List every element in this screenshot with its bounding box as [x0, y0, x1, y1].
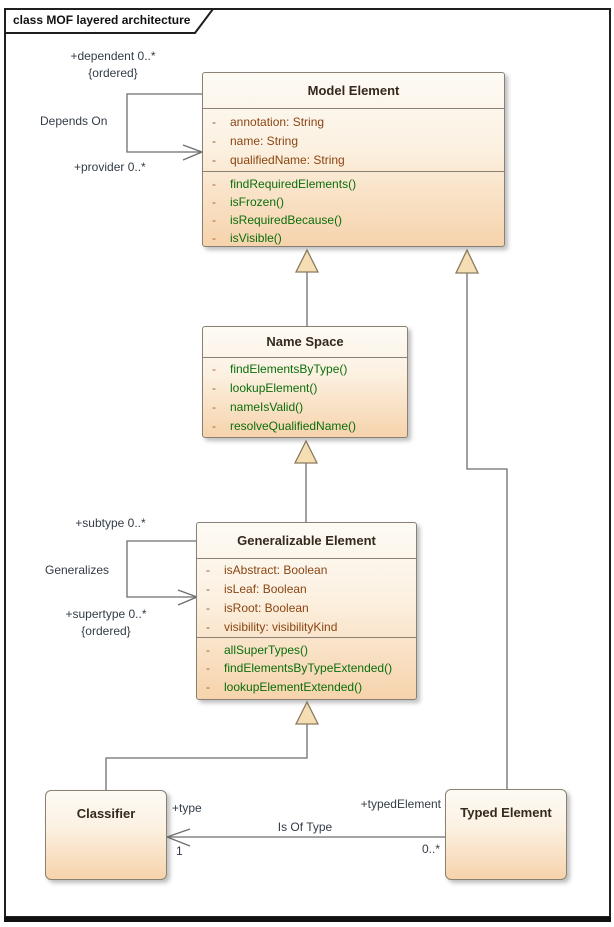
attribute-text: annotation: String — [230, 114, 325, 129]
operation-text: isVisible() — [230, 230, 282, 245]
class-model-element[interactable]: Model Element - annotation: String - nam… — [202, 72, 505, 247]
generalizes-subtype-role-label: +subtype 0..* — [75, 516, 146, 530]
operation-row[interactable]: - lookupElement() — [203, 379, 407, 398]
visibility-marker: - — [206, 562, 210, 577]
generalizes-name-label: Generalizes — [45, 563, 110, 577]
visibility-marker: - — [212, 133, 216, 148]
attribute-row[interactable]: - isLeaf: Boolean — [197, 580, 416, 599]
visibility-marker: - — [206, 581, 210, 596]
operation-row[interactable]: - findElementsByTypeExtended() — [197, 659, 416, 678]
visibility-marker: - — [212, 418, 216, 433]
operation-text: findElementsByTypeExtended() — [224, 661, 393, 675]
depends-on-provider-role-label: +provider 0..* — [74, 160, 146, 174]
attribute-text: name: String — [230, 133, 299, 148]
operation-text: isRequiredBecause() — [230, 212, 343, 227]
attribute-row[interactable]: - qualifiedName: String — [203, 151, 504, 170]
depends-on-open-arrow — [182, 151, 203, 161]
generalizes-ordered-constraint: {ordered} — [81, 624, 131, 638]
operation-text: allSuperTypes() — [224, 642, 309, 657]
attribute-row[interactable]: - annotation: String — [203, 113, 504, 132]
operation-row[interactable]: - nameIsValid() — [203, 398, 407, 417]
operation-row[interactable]: - allSuperTypes() — [197, 641, 416, 660]
class-name: Generalizable Element — [237, 532, 376, 548]
operation-row[interactable]: - isFrozen() — [203, 193, 504, 211]
is-of-type-open-arrow — [166, 828, 191, 838]
generalizes-open-arrow — [177, 589, 198, 598]
operation-text: nameIsValid() — [230, 399, 304, 414]
diagram-title-tab — [4, 8, 215, 34]
class-name-space[interactable]: Name Space - findElementsByType() - look… — [202, 326, 408, 438]
is-of-type-multiplicity-many: 0..* — [421, 842, 440, 856]
attribute-text: isRoot: Boolean — [224, 600, 309, 615]
operation-text: lookupElement() — [230, 380, 318, 395]
operation-row[interactable]: - findElementsByType() — [203, 360, 407, 379]
attribute-text: visibility: visibilityKind — [224, 619, 338, 634]
generalizes-open-arrow — [177, 596, 198, 606]
visibility-marker: - — [212, 194, 216, 209]
diagram-title: class MOF layered architecture — [13, 13, 191, 27]
operation-text: resolveQualifiedName() — [230, 418, 357, 433]
class-name: Classifier — [76, 806, 136, 821]
visibility-marker: - — [206, 642, 210, 657]
visibility-marker: - — [212, 114, 216, 129]
attributes-compartment: - annotation: String - name: String - qu… — [203, 107, 504, 171]
operation-text: findElementsByType() — [230, 361, 348, 376]
operation-text: findRequiredElements() — [230, 176, 357, 191]
attribute-row[interactable]: - name: String — [203, 132, 504, 151]
visibility-marker: - — [206, 679, 210, 694]
attribute-row[interactable]: - visibility: visibilityKind — [197, 618, 416, 637]
class-name: Typed Element — [460, 805, 552, 820]
operation-row[interactable]: - isRequiredBecause() — [203, 211, 504, 229]
is-of-type-open-arrow — [166, 836, 191, 847]
attribute-row[interactable]: - isRoot: Boolean — [197, 599, 416, 618]
operation-row[interactable]: - isVisible() — [203, 229, 504, 247]
attribute-row[interactable]: - isAbstract: Boolean — [197, 561, 416, 580]
class-name: Model Element — [307, 82, 400, 98]
generalization-triangle — [294, 700, 320, 725]
visibility-marker: - — [212, 152, 216, 167]
is-of-type-type-role-label: +type — [172, 801, 202, 815]
operations-compartment: - allSuperTypes() - findElementsByTypeEx… — [197, 636, 416, 698]
attribute-text: isAbstract: Boolean — [224, 562, 328, 577]
depends-on-name-label: Depends On — [40, 114, 108, 128]
operation-text: lookupElementExtended() — [224, 679, 363, 694]
visibility-marker: - — [212, 380, 216, 395]
attributes-compartment: - isAbstract: Boolean - isLeaf: Boolean … — [197, 557, 416, 637]
operation-row[interactable]: - resolveQualifiedName() — [203, 417, 407, 436]
class-typed-element[interactable]: Typed Element — [445, 789, 567, 880]
visibility-marker: - — [206, 619, 210, 634]
depends-on-dependent-role-label: +dependent 0..* — [70, 49, 156, 63]
generalization-triangle — [293, 439, 319, 464]
generalizes-connector[interactable] — [126, 540, 197, 598]
operations-compartment: - findRequiredElements() - isFrozen() - … — [203, 170, 504, 247]
visibility-marker: - — [212, 399, 216, 414]
depends-on-open-arrow — [182, 144, 203, 153]
operation-text: isFrozen() — [230, 194, 285, 209]
attribute-text: qualifiedName: String — [230, 152, 345, 167]
generalization-triangle — [454, 248, 480, 274]
is-of-type-typedelement-role-label: +typedElement — [360, 797, 441, 811]
is-of-type-multiplicity-one: 1 — [176, 844, 183, 858]
visibility-marker: - — [206, 600, 210, 615]
operation-row[interactable]: - lookupElementExtended() — [197, 678, 416, 697]
visibility-marker: - — [206, 661, 210, 675]
classifier-to-generalizable-generalization[interactable] — [105, 724, 308, 790]
class-name: Name Space — [266, 334, 344, 350]
generalizes-supertype-role-label: +supertype 0..* — [65, 607, 147, 621]
generalization-triangle — [294, 248, 320, 273]
is-of-type-name-label: Is Of Type — [277, 820, 333, 834]
depends-on-ordered-constraint: {ordered} — [88, 66, 138, 80]
operations-compartment: - findElementsByType() - lookupElement()… — [203, 356, 407, 436]
visibility-marker: - — [212, 212, 216, 227]
typedelement-to-modelelement-generalization[interactable] — [466, 273, 508, 789]
class-classifier[interactable]: Classifier — [45, 790, 167, 880]
visibility-marker: - — [212, 361, 216, 376]
visibility-marker: - — [212, 176, 216, 191]
visibility-marker: - — [212, 230, 216, 245]
depends-on-connector[interactable] — [126, 93, 202, 153]
operation-row[interactable]: - findRequiredElements() — [203, 175, 504, 193]
class-generalizable-element[interactable]: Generalizable Element - isAbstract: Bool… — [196, 522, 417, 700]
attribute-text: isLeaf: Boolean — [224, 581, 307, 596]
